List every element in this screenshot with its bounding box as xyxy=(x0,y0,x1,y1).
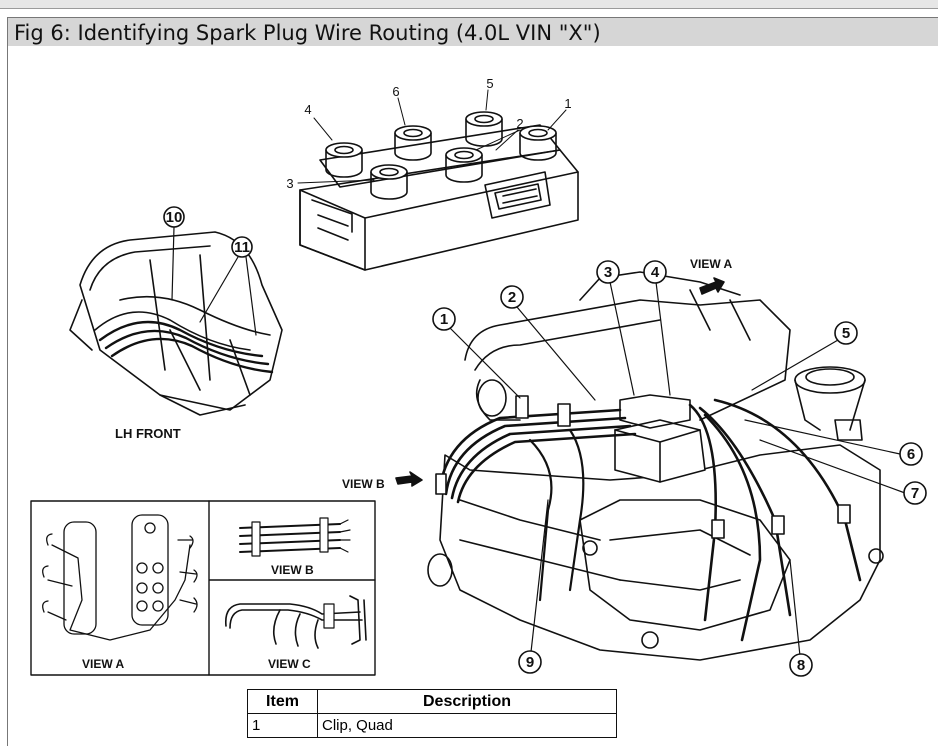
coil-callout-6: 6 xyxy=(392,84,399,99)
coil-leader-lines xyxy=(297,89,567,184)
coil-callout-4: 4 xyxy=(304,102,311,117)
svg-text:4: 4 xyxy=(651,264,660,281)
svg-text:8: 8 xyxy=(797,657,805,674)
inset-view-c-drawing xyxy=(224,595,367,649)
svg-text:7: 7 xyxy=(911,485,919,502)
table-header-row: Item Description xyxy=(247,689,617,714)
lh-front-illustration xyxy=(69,231,283,416)
engine-callout-2: 2 xyxy=(500,285,524,309)
svg-text:2: 2 xyxy=(508,289,516,306)
svg-text:3: 3 xyxy=(604,264,612,281)
svg-text:1: 1 xyxy=(440,311,448,328)
figure-title-bar: Fig 6: Identifying Spark Plug Wire Routi… xyxy=(7,17,938,46)
coil-callout-2: 2 xyxy=(516,116,523,131)
inset-view-b-label: VIEW B xyxy=(271,563,314,577)
engine-illustration xyxy=(395,271,884,661)
coil-callout-1: 1 xyxy=(564,96,571,111)
figure-frame xyxy=(7,46,938,746)
table-header-item: Item xyxy=(247,689,318,714)
inset-view-c-label: VIEW C xyxy=(268,657,311,671)
view-a-arrow-label: VIEW A xyxy=(690,257,733,271)
engine-callout-1: 1 xyxy=(432,307,456,331)
table-cell-item: 1 xyxy=(247,713,318,738)
inset-view-a-label: VIEW A xyxy=(82,657,125,671)
engine-callout-6: 6 xyxy=(899,442,923,466)
inset-view-b-drawing xyxy=(239,517,351,557)
inset-view-a-drawing xyxy=(42,514,198,641)
svg-text:11: 11 xyxy=(234,239,250,256)
engine-callout-7: 7 xyxy=(903,481,927,505)
svg-text:10: 10 xyxy=(166,209,183,226)
engine-callout-8: 8 xyxy=(789,653,813,677)
engine-callout-9: 9 xyxy=(518,650,542,674)
engine-callout-5: 5 xyxy=(834,321,858,345)
view-b-arrow-label: VIEW B xyxy=(342,477,385,491)
coil-towers xyxy=(325,111,557,200)
lh-callout-11: 11 xyxy=(199,236,257,336)
lh-front-label: LH FRONT xyxy=(115,426,181,441)
coil-callout-3: 3 xyxy=(286,176,293,191)
figure-title: Fig 6: Identifying Spark Plug Wire Routi… xyxy=(14,21,601,45)
engine-callout-leaders xyxy=(449,281,906,657)
table-row: 1 Clip, Quad xyxy=(247,713,617,738)
svg-text:6: 6 xyxy=(907,446,915,463)
coil-callout-5: 5 xyxy=(486,76,493,91)
window-top-edge xyxy=(0,0,938,9)
engine-callout-3: 3 xyxy=(596,260,620,284)
table-cell-description: Clip, Quad xyxy=(317,713,617,738)
coil-callout-numbers: 1 2 3 4 5 6 xyxy=(286,76,571,191)
lh-callout-10: 10 xyxy=(163,206,185,301)
engine-callout-4: 4 xyxy=(643,260,667,284)
svg-text:5: 5 xyxy=(842,325,850,342)
item-description-table: Item Description 1 Clip, Quad xyxy=(247,689,617,738)
table-header-description: Description xyxy=(317,689,617,714)
svg-text:9: 9 xyxy=(526,654,534,671)
